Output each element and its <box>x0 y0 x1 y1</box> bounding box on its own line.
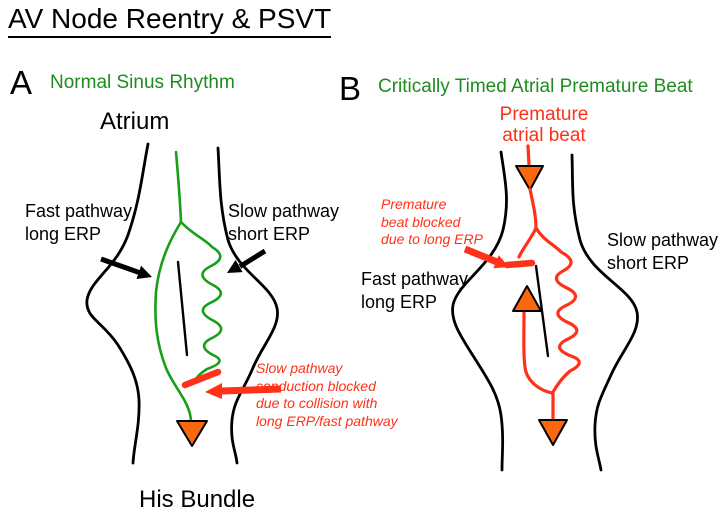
premature-beat-arrowhead-b <box>515 165 544 191</box>
panel-a-subtitle: Normal Sinus Rhythm <box>50 72 235 93</box>
his-conduction-arrowhead-b <box>538 419 568 446</box>
av-node-wall-right-a <box>216 146 279 465</box>
block-symbol-b <box>503 259 536 269</box>
fast-pathway-pointer-arrow-a <box>100 256 152 279</box>
slow-pathway-label-b: Slow pathway short ERP <box>607 230 719 273</box>
fast-pathway-line-a <box>154 150 193 422</box>
fast-pathway-retrograde-line-b <box>522 310 554 395</box>
fast-pathway-label-b: Fast pathway long ERP <box>361 269 469 312</box>
block-symbol-a <box>181 368 222 389</box>
retrograde-arrowhead-b <box>512 285 542 312</box>
his-conduction-arrowhead-a <box>176 420 208 447</box>
panel-a-label: A <box>10 64 33 101</box>
slow-pathway-line-a <box>179 220 223 386</box>
block-annotation-arrow-a <box>205 383 282 399</box>
block-annotation-a: Slow pathway conduction blocked due to c… <box>256 360 398 429</box>
slow-pathway-pointer-arrow-a <box>227 248 267 273</box>
av-node-wall-left-a <box>85 142 150 465</box>
slow-pathway-line-b <box>534 226 581 394</box>
av-node-wall-left-b <box>451 150 508 472</box>
slow-pathway-label-a: Slow pathway short ERP <box>228 201 340 244</box>
av-node-wall-right-b <box>570 153 639 472</box>
panel-b-subtitle: Critically Timed Atrial Premature Beat <box>378 76 693 97</box>
fast-pathway-label-a: Fast pathway long ERP <box>25 201 133 244</box>
block-annotation-b: Premature beat blocked due to long ERP <box>381 196 483 247</box>
premature-beat-entry-line-b <box>526 144 531 167</box>
atrium-label: Atrium <box>100 108 170 135</box>
premature-atrial-beat-label: Premature atrial beat <box>499 104 589 146</box>
his-bundle-label: His Bundle <box>139 486 256 513</box>
panel-b-label: B <box>339 70 362 107</box>
premature-beat-stem-b <box>528 187 538 230</box>
av-node-divider-a <box>176 260 189 357</box>
block-annotation-arrow-b <box>463 245 509 269</box>
slide-title: AV Node Reentry & PSVT <box>8 3 332 38</box>
fast-pathway-blocked-branch-b <box>517 226 538 259</box>
